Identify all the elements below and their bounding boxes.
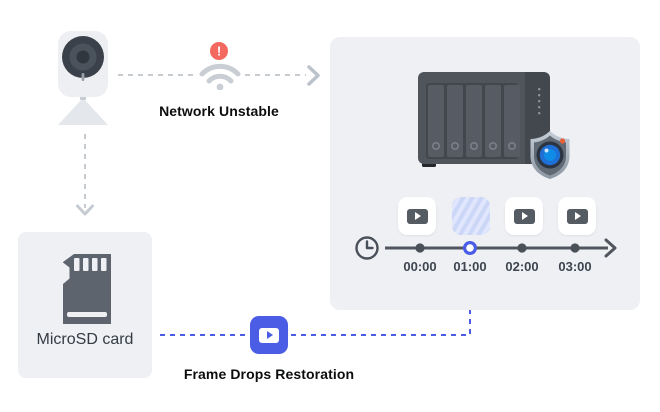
alert-badge-icon: ! — [210, 42, 228, 60]
recording-tile-0000 — [398, 197, 436, 235]
svg-text:!: ! — [217, 44, 221, 59]
play-icon — [513, 208, 535, 224]
arrowhead-down-icon — [76, 204, 94, 216]
network-unstable-label: Network Unstable — [159, 103, 279, 119]
sd-to-timeline-connector — [160, 298, 471, 336]
microsd-card-label: MicroSD card — [36, 331, 134, 348]
play-icon — [566, 208, 588, 224]
timeline-dot-0100-highlighted — [463, 241, 478, 256]
timeline-dot-0000 — [415, 243, 425, 253]
microsd-card-icon — [63, 254, 111, 324]
play-icon — [259, 327, 279, 343]
restore-play-icon — [250, 316, 288, 354]
recording-tile-0200 — [505, 197, 543, 235]
ip-camera-icon — [58, 31, 108, 125]
frame-drops-restoration-label: Frame Drops Restoration — [183, 366, 355, 382]
clock-icon — [355, 236, 379, 260]
tick-label: 01:00 — [453, 259, 487, 274]
recording-tile-0100-missing — [452, 197, 490, 235]
timeline-arrowhead-icon — [604, 238, 617, 258]
tick-label: 00:00 — [403, 259, 437, 274]
nas-server-icon — [418, 72, 550, 167]
tick-label: 03:00 — [558, 259, 592, 274]
surveillance-shield-icon — [530, 131, 570, 179]
recording-timeline — [355, 236, 617, 260]
play-icon — [406, 208, 428, 224]
wifi-icon: ! — [199, 42, 241, 90]
timeline-dot-0300 — [570, 243, 580, 253]
recording-tile-0300 — [558, 197, 596, 235]
timeline-dot-0200 — [517, 243, 527, 253]
arrowhead-right-icon — [307, 65, 320, 86]
tick-label: 02:00 — [505, 259, 539, 274]
